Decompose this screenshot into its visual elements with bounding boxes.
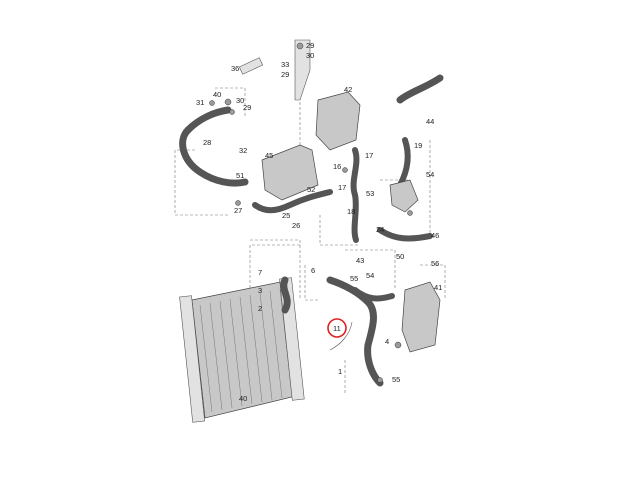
callout-label: 4 — [385, 337, 389, 346]
callout-label: 43 — [356, 256, 364, 265]
callout-label: 56 — [431, 259, 439, 268]
callout-label: 50 — [396, 252, 404, 261]
highlight-circle — [327, 318, 347, 338]
callout-label: 55 — [350, 274, 358, 283]
callout-label: 44 — [426, 117, 434, 126]
callout-label: 17 — [338, 183, 346, 192]
callout-label: 1 — [338, 367, 342, 376]
callout-label: 30 — [306, 51, 314, 60]
callout-label: 7 — [258, 268, 262, 277]
callout-label: 52 — [307, 185, 315, 194]
hoses — [179, 74, 444, 387]
callout-label: 26 — [292, 221, 300, 230]
callout-label: 53 — [366, 189, 374, 198]
fasteners — [209, 42, 413, 383]
callout-label: 29 — [281, 70, 289, 79]
callout-label: 19 — [414, 141, 422, 150]
callout-label: 36 — [231, 64, 239, 73]
callout-label: 27 — [234, 206, 242, 215]
callout-label: 30 — [236, 96, 244, 105]
callout-label: 40 — [213, 90, 221, 99]
callout-label: 32 — [239, 146, 247, 155]
callout-label: 54 — [426, 170, 434, 179]
bleed-line-11 — [329, 321, 353, 351]
callout-label: 54 — [366, 271, 374, 280]
callout-label: 3 — [258, 286, 262, 295]
callout-label: 24 — [376, 225, 384, 234]
callout-label: 16 — [333, 162, 341, 171]
callout-label: 41 — [434, 283, 442, 292]
callout-label: 28 — [203, 138, 211, 147]
callout-label: 46 — [431, 231, 439, 240]
components — [238, 39, 441, 353]
callout-label: 42 — [344, 85, 352, 94]
callout-label: 33 — [281, 60, 289, 69]
callout-label: 6 — [311, 266, 315, 275]
callout-label: 31 — [196, 98, 204, 107]
callout-label: 29 — [306, 41, 314, 50]
callout-label: 51 — [236, 171, 244, 180]
callout-label: 17 — [365, 151, 373, 160]
callout-label: 40 — [239, 394, 247, 403]
callout-labels: 29 30 36 33 29 40 31 30 29 42 44 32 28 4… — [196, 41, 442, 403]
callout-label: 2 — [258, 304, 262, 313]
callout-label: 45 — [265, 151, 273, 160]
callout-label: 11 — [333, 324, 341, 333]
callout-label: 18 — [347, 207, 355, 216]
callout-label: 29 — [243, 103, 251, 112]
callout-label: 55 — [392, 375, 400, 384]
callout-label: 25 — [282, 211, 290, 220]
